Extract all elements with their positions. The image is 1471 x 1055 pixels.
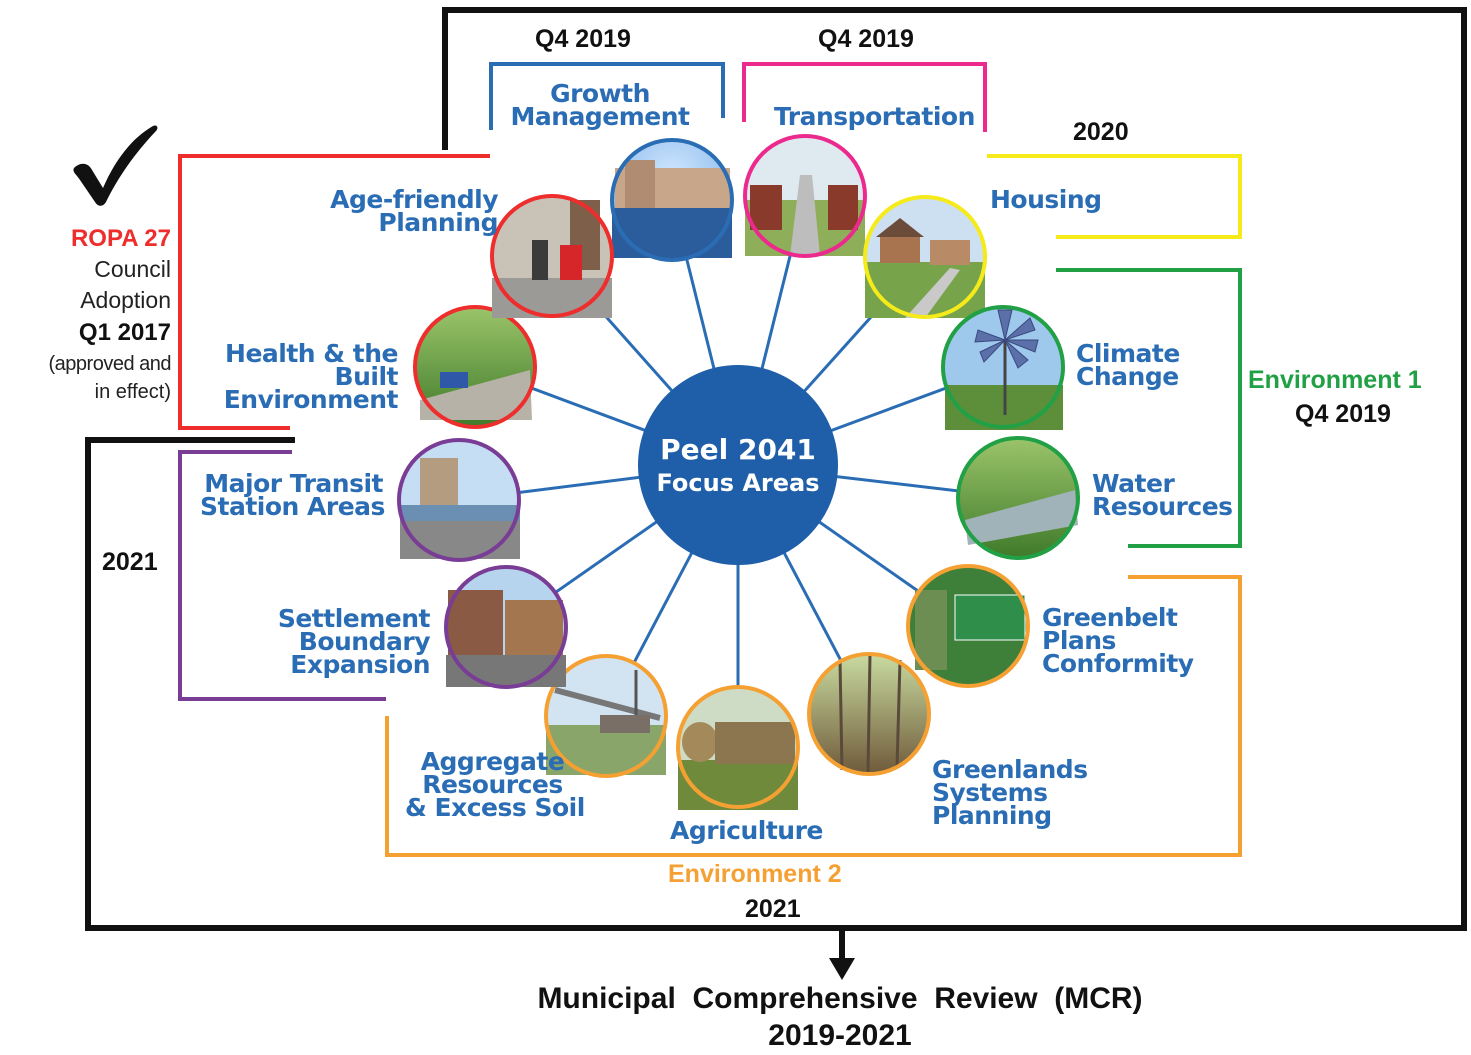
photo-age xyxy=(490,194,614,318)
photo-climate xyxy=(941,305,1065,430)
ropa-line5: in effect) xyxy=(94,381,171,403)
footer-years: 2019-2021 xyxy=(768,1019,912,1052)
env2-date: 2021 xyxy=(745,895,801,923)
photo-greenlands xyxy=(807,652,931,776)
center-hub xyxy=(638,365,838,565)
label-transport: Transportation xyxy=(774,102,975,131)
ropa-title: ROPA 27 xyxy=(70,225,171,252)
growth-date: Q4 2019 xyxy=(535,25,631,53)
housing-date: 2020 xyxy=(1073,118,1129,146)
env1-title: Environment 1 xyxy=(1248,366,1422,394)
photo-greenbelt xyxy=(906,564,1030,688)
photo-agriculture xyxy=(676,685,800,810)
photo-transport xyxy=(743,134,867,258)
env1-bracket xyxy=(1056,268,1242,548)
ropa-bracket xyxy=(178,154,490,430)
arrow-down-icon xyxy=(829,928,855,980)
footer-title: Municipal Comprehensive Review (MCR) xyxy=(537,982,1143,1015)
env1-date: Q4 2019 xyxy=(1295,400,1391,428)
checkmark-icon xyxy=(73,125,158,206)
ropa-block: ROPA 27 Council Adoption Q1 2017 (approv… xyxy=(0,224,172,406)
footer: Municipal Comprehensive Review (MCR) 201… xyxy=(440,980,1240,1054)
photo-health xyxy=(413,305,537,429)
photo-growth xyxy=(610,138,734,262)
label-housing: Housing xyxy=(990,185,1102,214)
growth-bracket xyxy=(489,62,725,130)
ropa-line1: Council xyxy=(94,256,171,282)
ropa-line4: (approved and xyxy=(48,353,172,375)
ropa-line2: Adoption xyxy=(80,287,171,313)
photo-settlement xyxy=(444,565,568,689)
transport-bracket xyxy=(742,62,987,132)
mtsa-date: 2021 xyxy=(102,548,158,576)
housing-bracket xyxy=(987,154,1242,239)
photo-housing xyxy=(863,195,987,319)
center-subtitle: Focus Areas xyxy=(656,469,820,497)
label-agriculture: Agriculture xyxy=(670,816,823,845)
photo-water xyxy=(956,436,1080,560)
transport-date: Q4 2019 xyxy=(818,25,914,53)
photo-aggregate xyxy=(544,654,668,778)
env2-bracket xyxy=(385,575,1242,857)
photo-mtsa xyxy=(397,438,521,562)
mcr-frame xyxy=(85,7,1467,931)
ropa-line3: Q1 2017 xyxy=(78,319,171,346)
center-title: Peel 2041 xyxy=(660,433,816,466)
env2-title: Environment 2 xyxy=(668,860,842,888)
mtsa-bracket xyxy=(178,450,386,701)
